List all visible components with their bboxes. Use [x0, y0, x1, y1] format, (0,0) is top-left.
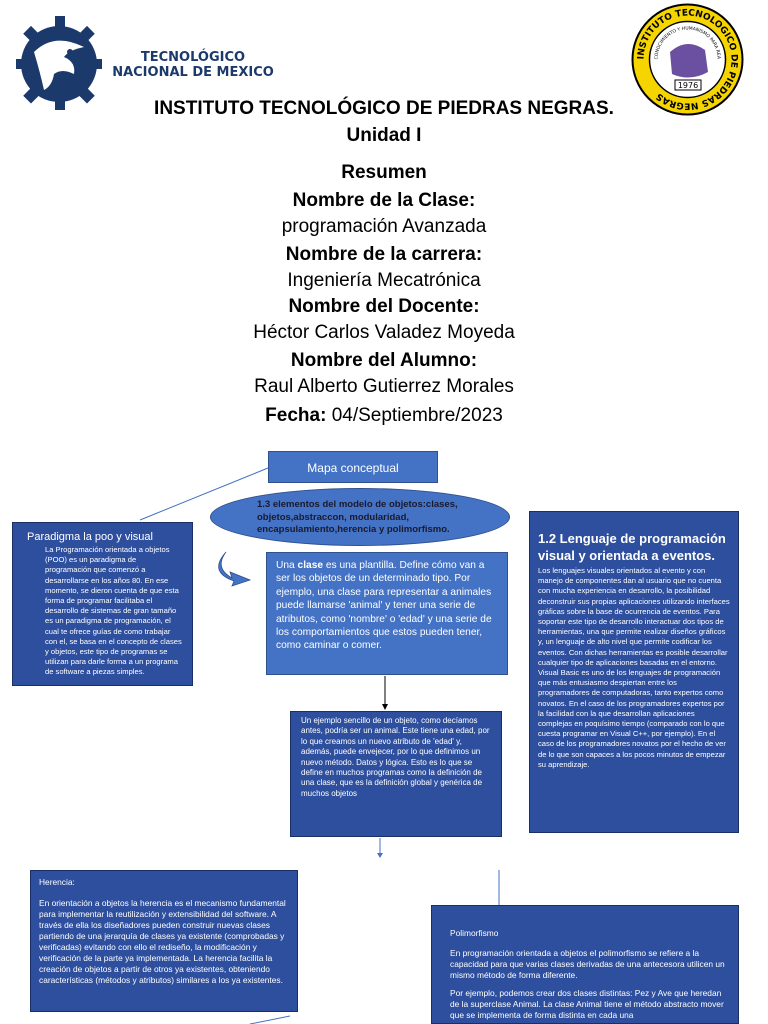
concept-map-label: Mapa conceptual: [268, 451, 438, 483]
doc-type: Resumen: [341, 162, 427, 183]
arrowhead-object-down: [377, 853, 383, 858]
date-label: Fecha:: [265, 405, 327, 426]
class-text-bold: clase: [297, 560, 324, 571]
seal-year: 1976: [678, 81, 698, 90]
connector-bottom: [249, 1015, 291, 1024]
paradigm-box: Paradigma la poo y visual La Programació…: [12, 522, 193, 686]
class-text-pre: Una: [276, 560, 298, 571]
unit-title: Unidad I: [346, 125, 422, 146]
inheritance-body: En orientación a objetos la herencia es …: [39, 898, 286, 985]
teacher-value: Héctor Carlos Valadez Moyeda: [253, 322, 515, 343]
paradigm-title: Paradigma la poo y visual: [27, 531, 153, 543]
tecnm-logo-text: TECNOLÓGICO NACIONAL DE MEXICO: [108, 50, 278, 80]
career-value: Ingeniería Mecatrónica: [287, 270, 481, 291]
inheritance-title: Herencia:: [39, 877, 75, 887]
itpn-seal-icon: INSTITUTO TECNOLOGICO DE PIEDRAS NEGRAS …: [630, 2, 744, 116]
teacher-label: Nombre del Docente:: [288, 296, 480, 317]
tecnm-logo-icon: [16, 16, 102, 110]
class-label: Nombre de la Clase:: [292, 190, 476, 211]
student-label: Nombre del Alumno:: [290, 350, 478, 371]
polymorphism-box: Polimorfismo En programación orientada a…: [431, 905, 739, 1024]
polymorphism-title: Polimorfismo: [450, 928, 499, 938]
connector-top-left: [139, 467, 269, 521]
visual-language-body: Los lenguajes visuales orientados al eve…: [538, 566, 730, 769]
institute-title: INSTITUTO TECNOLÓGICO DE PIEDRAS NEGRAS.: [154, 98, 614, 119]
class-text-post: es una plantilla. Define cómo van a ser …: [276, 560, 492, 652]
paradigm-body: La Programación orientada a objetos (POO…: [45, 545, 182, 677]
class-value: programación Avanzada: [281, 216, 487, 237]
visual-language-box: 1.2 Lenguaje de programación visual y or…: [529, 511, 739, 833]
logo-text-line1: TECNOLÓGICO: [140, 50, 246, 65]
polymorphism-body-2: Por ejemplo, podemos crear dos clases di…: [450, 988, 724, 1020]
inheritance-box: Herencia: En orientación a objetos la he…: [30, 870, 298, 1012]
object-example-box: Un ejemplo sencillo de un objeto, como d…: [290, 711, 502, 837]
date-value: 04/Septiembre/2023: [326, 405, 503, 426]
topic-ellipse: 1.3 elementos del modelo de objetos:clas…: [210, 488, 510, 546]
career-label: Nombre de la carrera:: [285, 244, 483, 265]
logo-text-line2: NACIONAL DE MEXICO: [112, 65, 274, 80]
object-example-body: Un ejemplo sencillo de un objeto, como d…: [301, 716, 490, 798]
student-value: Raul Alberto Gutierrez Morales: [254, 376, 514, 397]
date-line: Fecha: 04/Septiembre/2023: [0, 405, 768, 427]
curved-arrow-icon: [218, 551, 252, 587]
polymorphism-body-1: En programación orientada a objetos el p…: [450, 948, 725, 980]
class-definition-box: Una clase es una plantilla. Define cómo …: [266, 552, 508, 675]
arrowhead-class-object: [382, 704, 388, 710]
topic-ellipse-text: 1.3 elementos del modelo de objetos:clas…: [257, 499, 458, 535]
visual-language-title: 1.2 Lenguaje de programación visual y or…: [538, 531, 726, 563]
